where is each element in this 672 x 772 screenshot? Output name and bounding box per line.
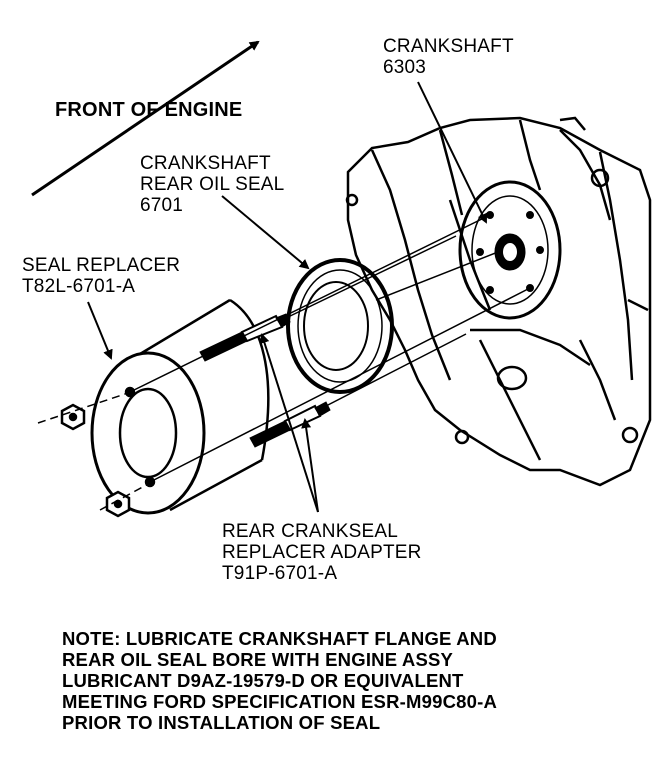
note-line-2: REAR OIL SEAL BORE WITH ENGINE ASSY [62,649,454,670]
crankshaft-label: CRANKSHAFT 6303 [383,36,514,78]
seal-replacer-label-line: SEAL REPLACER [22,255,181,276]
leader-lines [87,81,488,513]
nut-upper [60,403,86,431]
crankshaft-flange [458,180,562,320]
note-line-5: PRIOR TO INSTALLATION OF SEAL [62,712,381,733]
seal-installation-diagram [31,40,652,518]
front-of-engine-label: FRONT OF ENGINE [55,99,243,121]
adapter-label-number: T91P-6701-A [222,563,338,584]
seal-replacer-label-number: T82L-6701-A [22,276,136,297]
rear-oil-seal-label-number: 6701 [140,195,184,216]
rear-oil-seal-label-line1: CRANKSHAFT [140,153,271,174]
adapter-label: REAR CRANKSEAL REPLACER ADAPTER T91P-670… [222,521,422,584]
adapter-stud-upper [199,313,291,362]
note-line-3: LUBRICANT D9AZ-19579-D OR EQUIVALENT [62,670,464,691]
rear-oil-seal-label: CRANKSHAFT REAR OIL SEAL 6701 [140,153,284,216]
lubrication-note: NOTE: LUBRICATE CRANKSHAFT FLANGE AND RE… [62,628,662,733]
front-direction-arrow [31,40,260,197]
engine-block [345,116,652,487]
alignment-lines [129,214,531,483]
crankshaft-label-line: CRANKSHAFT [383,36,514,57]
crankshaft-label-number: 6303 [383,57,427,78]
adapter-label-line2: REPLACER ADAPTER [222,542,422,563]
rear-oil-seal [286,258,394,394]
note-line-4: MEETING FORD SPECIFICATION ESR-M99C80-A [62,691,498,712]
rear-oil-seal-label-line2: REAR OIL SEAL [140,174,285,195]
adapter-label-line1: REAR CRANKSEAL [222,521,398,542]
note-line-1: NOTE: LUBRICATE CRANKSHAFT FLANGE AND [62,628,497,649]
adapter-stud-lower [249,401,331,448]
nut-centerline-upper [37,392,129,424]
nut-centerline-lower [99,481,153,511]
seal-replacer-label: SEAL REPLACER T82L-6701-A [22,255,180,297]
